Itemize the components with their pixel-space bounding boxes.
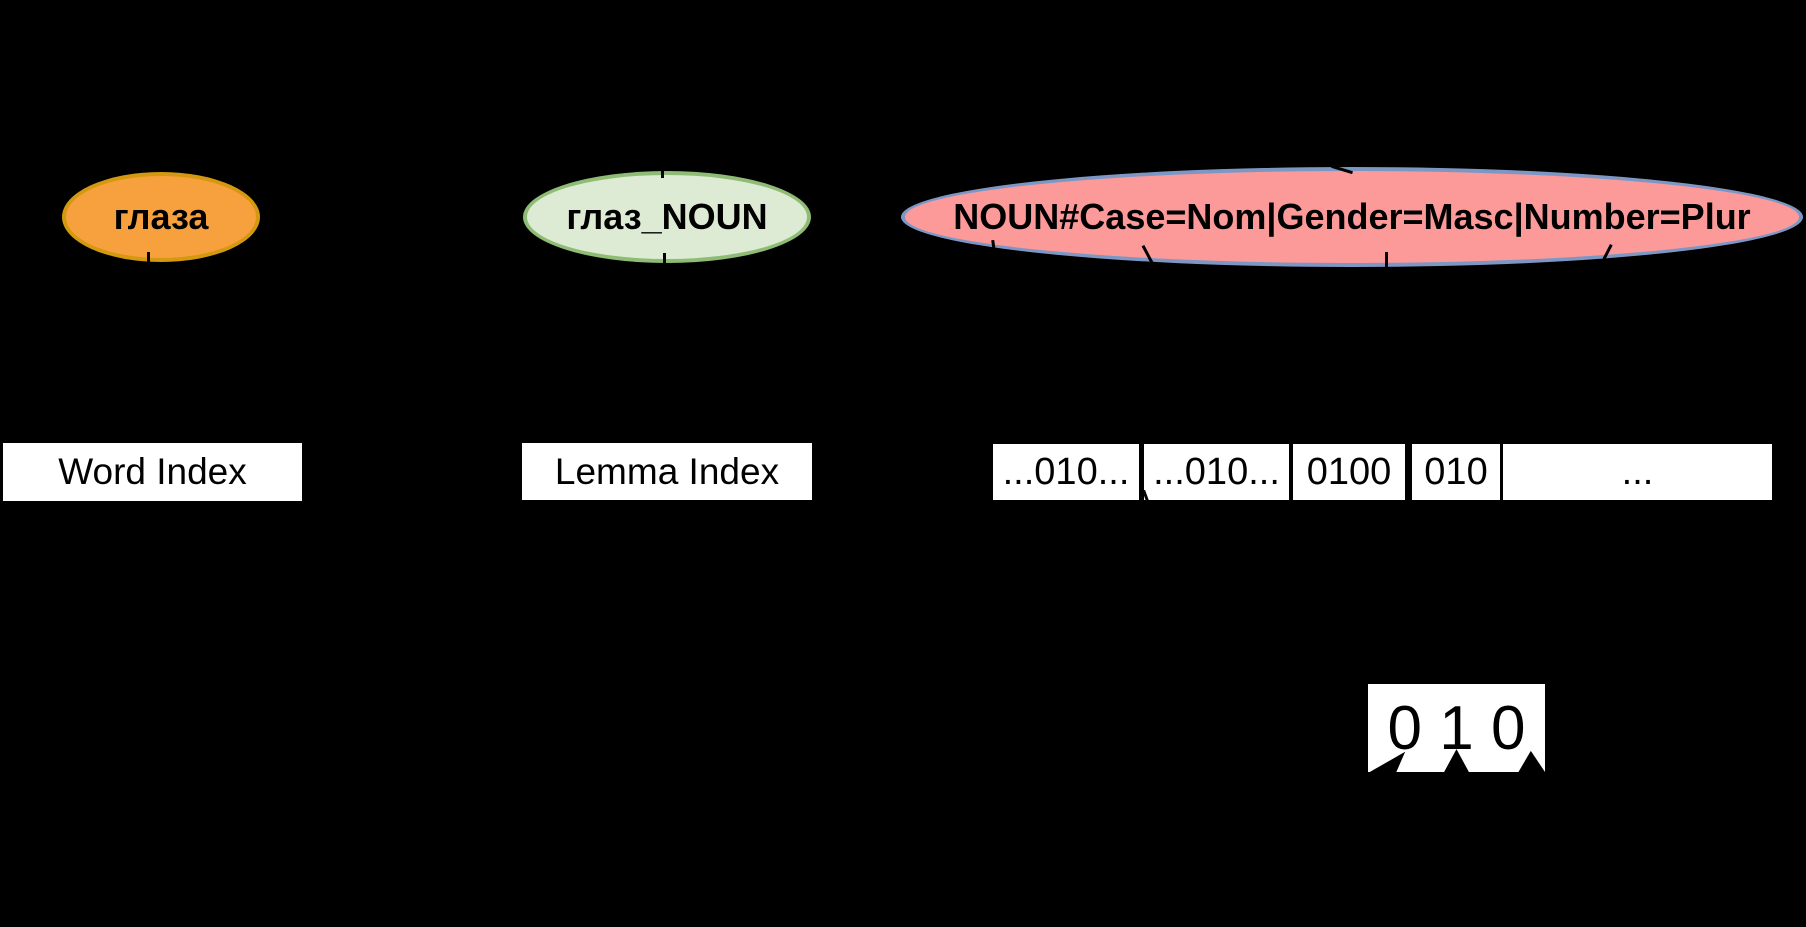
morph-label: NOUN#Case=Nom|Gender=Masc|Number=Plur — [953, 196, 1751, 237]
morph-ellipse: NOUN#Case=Nom|Gender=Masc|Number=Plur — [901, 167, 1803, 267]
connector-tick — [661, 165, 664, 178]
connector-tick — [147, 252, 150, 266]
bit-cell: 0100 — [1293, 444, 1405, 500]
bit-cell: ...010... — [993, 444, 1139, 500]
bit-cell: ... — [1503, 444, 1772, 500]
bit-cell: ...010... — [1144, 444, 1289, 500]
bit-cell-label: 0100 — [1306, 450, 1392, 493]
word-index-label: Word Index — [58, 451, 247, 492]
word-index-box: Word Index — [3, 443, 302, 501]
connector-tick — [663, 253, 666, 266]
bit-cell-label: ...010... — [1002, 450, 1130, 493]
lemma-ellipse: глаз_NOUN — [523, 171, 811, 263]
word-ellipse: глаза — [62, 172, 260, 262]
bit-cell: 010 — [1412, 444, 1500, 500]
connector-tick — [1385, 252, 1388, 268]
bits-box: 0 1 0 — [1368, 684, 1545, 772]
bit-cell-label: ... — [1621, 450, 1654, 493]
word-label: глаза — [113, 196, 209, 237]
lemma-label: глаз_NOUN — [566, 196, 768, 237]
lemma-index-box: Lemma Index — [522, 443, 812, 500]
bit-cell-label: ...010... — [1153, 450, 1280, 493]
lemma-index-label: Lemma Index — [554, 450, 780, 492]
bit-cell-label: 010 — [1424, 450, 1488, 493]
